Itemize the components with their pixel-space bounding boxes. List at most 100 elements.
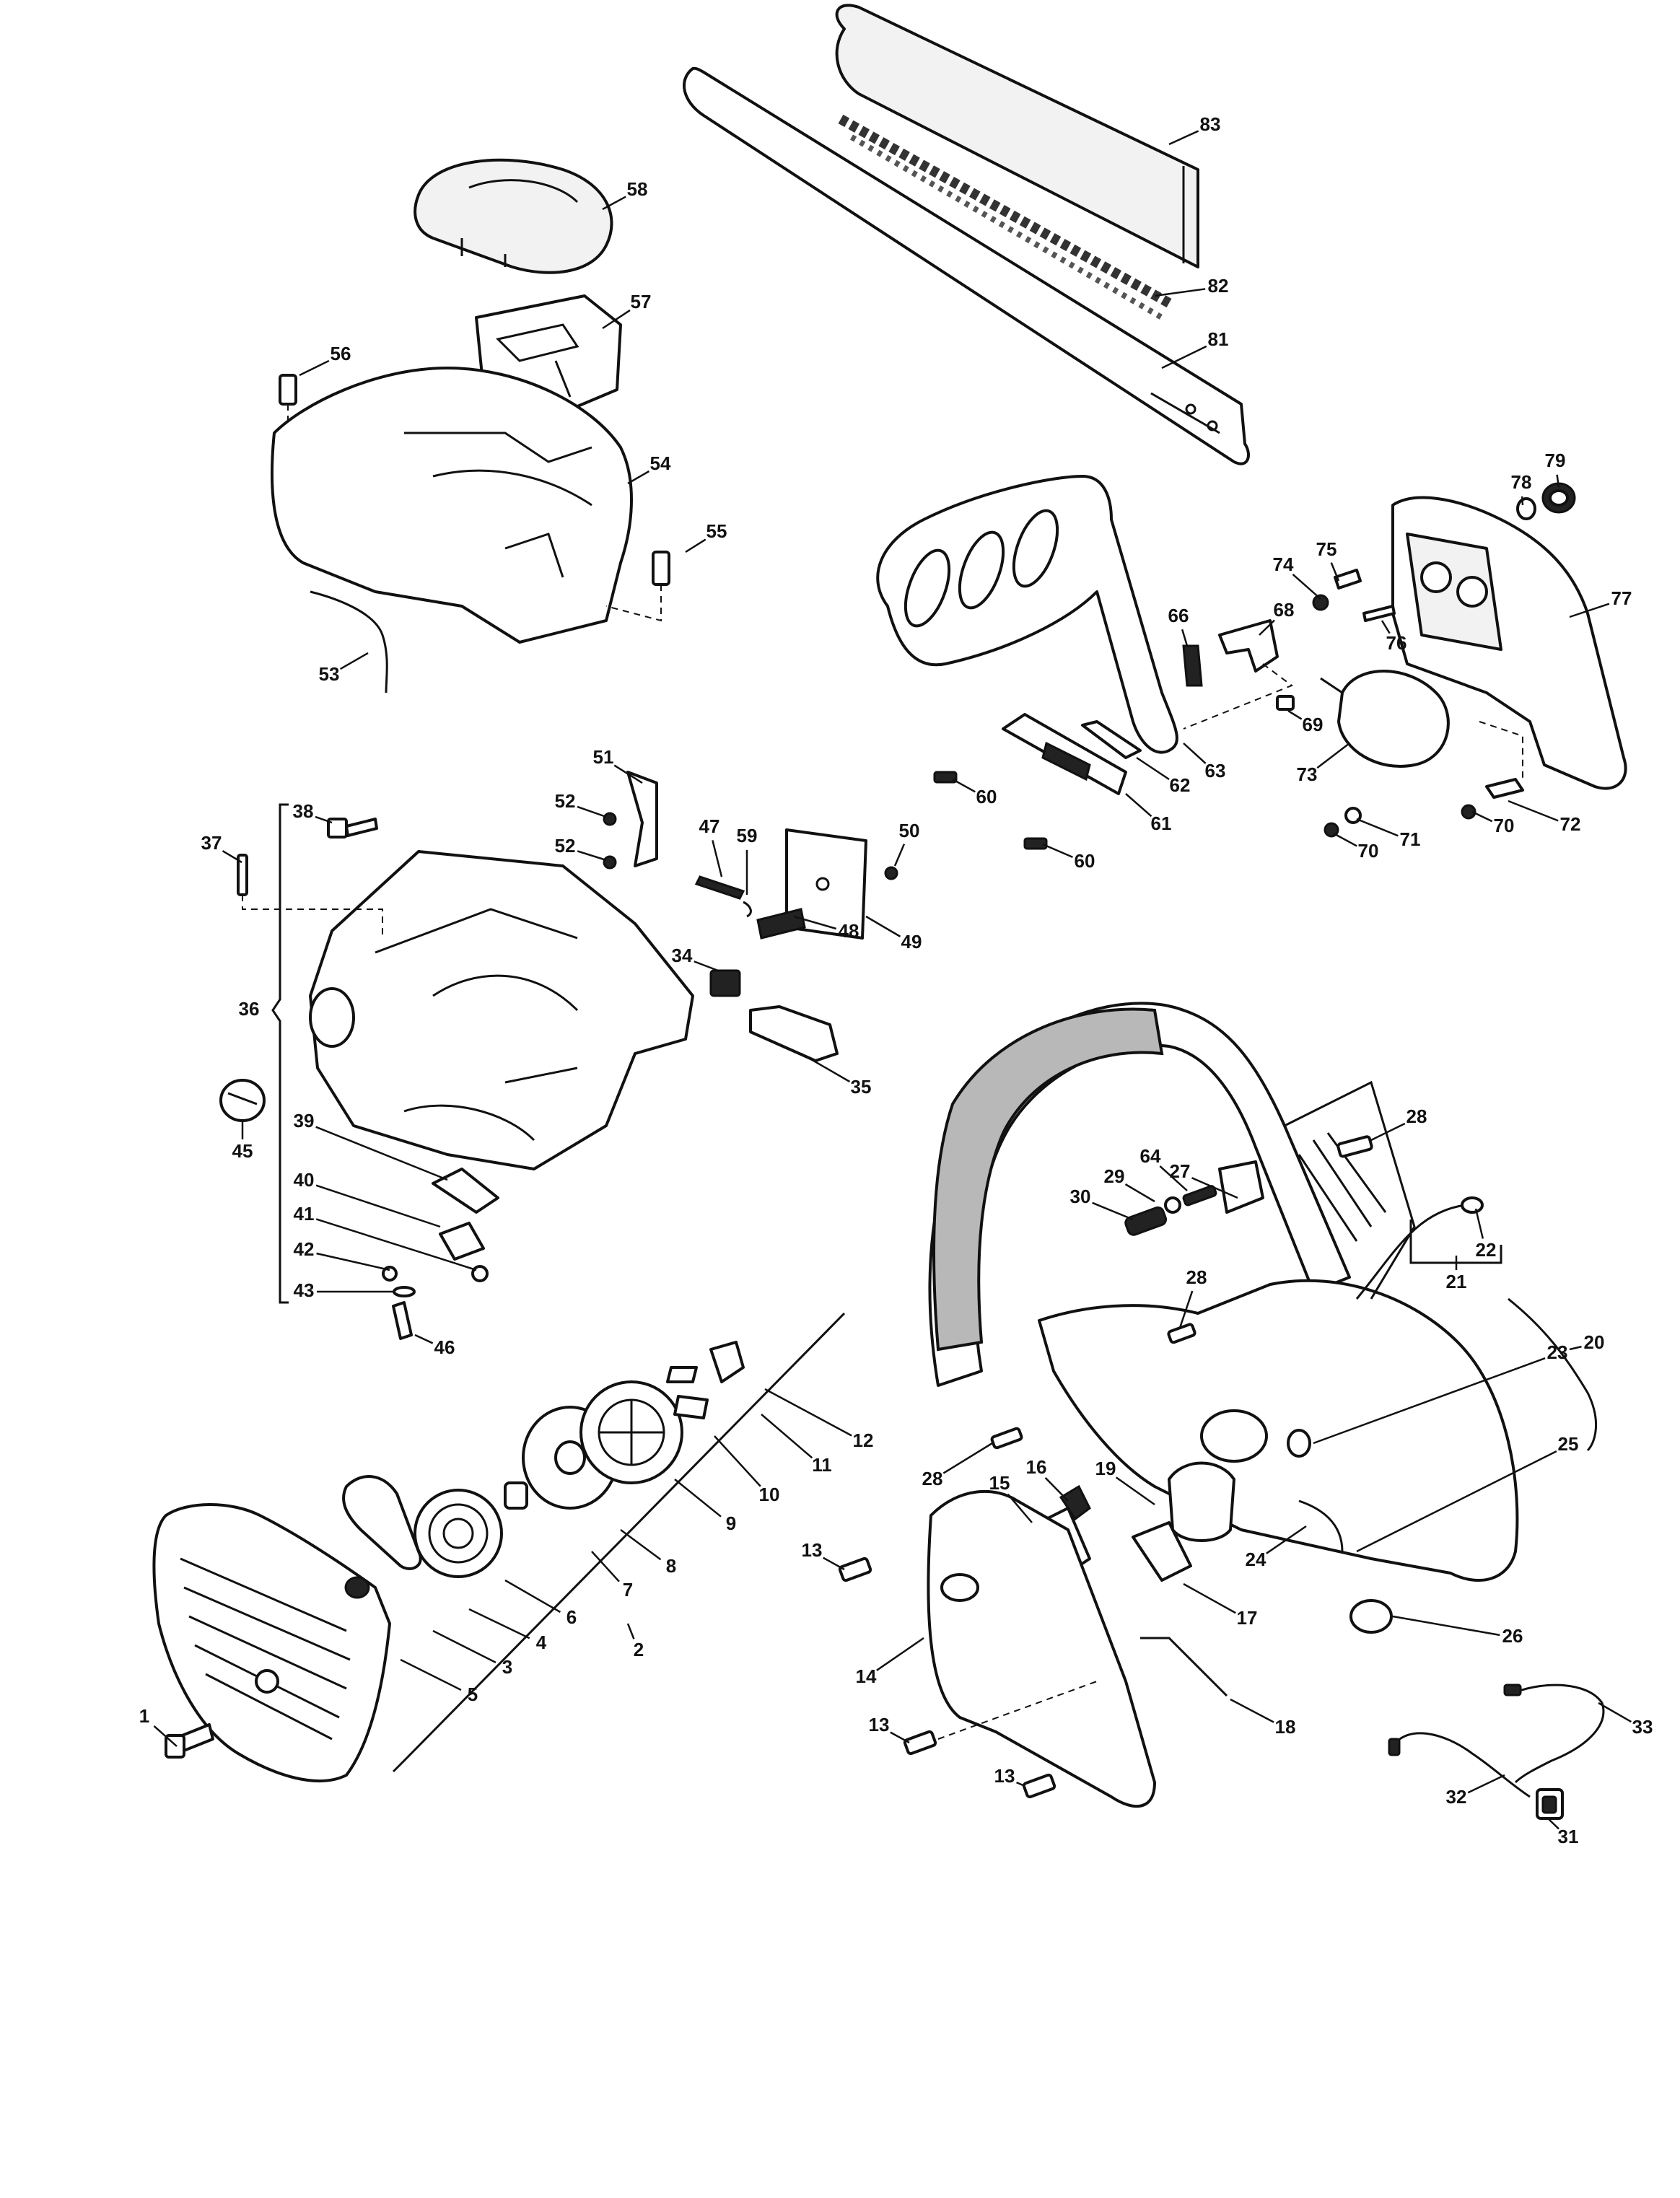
adjuster-61: [1002, 713, 1127, 795]
screw-60a: [933, 771, 958, 784]
callout-label: 83: [1200, 113, 1221, 135]
callout-c31: 31: [1547, 1818, 1578, 1847]
callout-label: 46: [434, 1336, 455, 1358]
callout-label: 41: [294, 1203, 315, 1225]
callout-leader: [432, 1629, 496, 1664]
screw-28b: [1167, 1323, 1196, 1344]
callout-label: 60: [1075, 850, 1095, 872]
callout-leader: [222, 850, 242, 864]
callout-c48: 48: [793, 915, 859, 942]
bushing-7: [504, 1481, 528, 1510]
rope-grip-4: [342, 1475, 422, 1570]
callout-leader: [761, 1414, 813, 1459]
plate-48: [756, 908, 806, 940]
callout-label: 30: [1070, 1186, 1091, 1207]
callout-leader: [865, 915, 901, 937]
wire-32: [1388, 1732, 1531, 1798]
callout-c9: 9: [674, 1479, 736, 1534]
callout-c71: 71: [1356, 818, 1420, 850]
callout-leader: [1154, 288, 1206, 297]
callout-c8: 8: [620, 1528, 676, 1577]
callout-leader: [602, 196, 626, 211]
callout-c26: 26: [1392, 1615, 1523, 1647]
callout-c41: 41: [294, 1203, 477, 1271]
callout-label: 36: [239, 998, 260, 1020]
callout-leader: [1569, 603, 1610, 618]
callout-c16: 16: [1026, 1456, 1069, 1502]
callout-c57: 57: [602, 291, 651, 330]
callout-c5: 5: [400, 1658, 478, 1705]
callout-label: 2: [634, 1639, 644, 1660]
callout-label: 76: [1386, 632, 1407, 654]
callout-c10: 10: [714, 1435, 779, 1505]
callout-c56: 56: [299, 343, 351, 377]
callout-c62: 62: [1136, 756, 1191, 796]
callout-label: 18: [1275, 1716, 1296, 1738]
callout-label: 22: [1476, 1239, 1497, 1261]
callout-c76: 76: [1381, 620, 1407, 654]
nut-74: [1312, 594, 1329, 611]
callout-c19: 19: [1095, 1458, 1155, 1506]
callout-c82: 82: [1154, 275, 1228, 297]
callout-label: 70: [1494, 815, 1515, 836]
callout-leader: [591, 1551, 620, 1582]
callout-c2: 2: [626, 1623, 644, 1660]
callout-label: 4: [536, 1632, 547, 1653]
callout-label: 49: [901, 931, 922, 953]
callout-label: 3: [502, 1656, 512, 1678]
callout-label: 66: [1168, 605, 1189, 626]
callout-c28c: 28: [922, 1442, 993, 1489]
spring-30: [1124, 1206, 1168, 1236]
callout-label: 69: [1303, 714, 1324, 735]
callout-label: 38: [293, 800, 314, 822]
callout-leader: [1230, 1698, 1274, 1723]
callout-leader: [952, 778, 976, 793]
callout-c29: 29: [1104, 1165, 1155, 1203]
callout-label: 26: [1502, 1625, 1523, 1647]
callout-label: 29: [1104, 1165, 1125, 1187]
callout-leader: [714, 1435, 761, 1487]
callout-leader: [1471, 810, 1493, 823]
callout-label: 13: [869, 1714, 890, 1735]
callout-leader: [1292, 573, 1321, 600]
vibration-mount-27: [1218, 1160, 1264, 1214]
callout-c60b: 60: [1042, 843, 1095, 872]
lever-35: [749, 1005, 839, 1062]
callout-label: 55: [706, 520, 727, 542]
callout-c3: 3: [432, 1629, 512, 1678]
brake-band-73: [1320, 670, 1450, 768]
clip-53: [310, 590, 388, 693]
callout-label: 45: [232, 1140, 253, 1162]
callout-leader: [1356, 818, 1399, 837]
callout-c22: 22: [1474, 1208, 1497, 1261]
callout-leader: [1330, 562, 1340, 582]
callout-leader: [504, 1579, 561, 1614]
callout-label: 68: [1274, 599, 1295, 621]
callout-leader: [468, 1608, 530, 1639]
callout-c6: 6: [504, 1579, 577, 1628]
callout-c58: 58: [602, 178, 647, 211]
callout-label: 47: [699, 815, 720, 837]
callout-label: 21: [1446, 1271, 1467, 1292]
callout-label: 52: [555, 835, 576, 857]
callout-c1: 1: [139, 1705, 178, 1747]
part-69: [1276, 695, 1295, 711]
grommet-23: [1287, 1429, 1311, 1458]
callout-leader: [793, 915, 837, 930]
callout-c35: 35: [800, 1052, 871, 1098]
callout-leader: [823, 1556, 845, 1571]
callout-label: 16: [1026, 1456, 1047, 1478]
callout-c49: 49: [865, 915, 922, 953]
callout-leader: [1287, 709, 1303, 720]
callout-c63: 63: [1183, 743, 1225, 781]
fuel-line-24: [1298, 1499, 1344, 1552]
callout-label: 62: [1170, 774, 1191, 796]
washer-78: [1516, 497, 1536, 520]
pulley-9: [579, 1380, 683, 1484]
screw-52b: [603, 855, 617, 870]
connector-22: [1461, 1196, 1484, 1214]
callout-label: 70: [1358, 840, 1379, 862]
lever-68: [1183, 619, 1294, 730]
callout-c70b: 70: [1471, 810, 1515, 836]
